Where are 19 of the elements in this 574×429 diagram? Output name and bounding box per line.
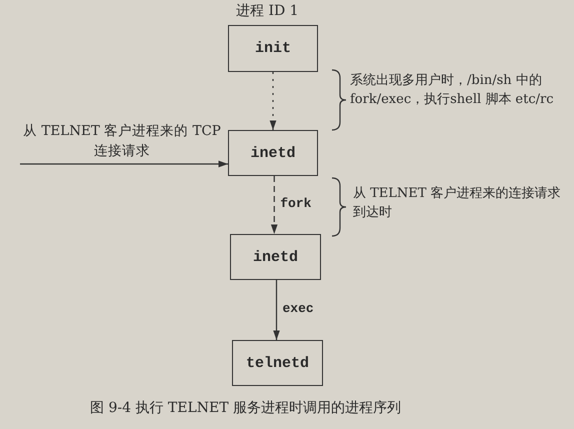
- process-name: telnetd: [246, 354, 309, 372]
- figure-caption: 图 9-4 执行 TELNET 服务进程时调用的进程序列: [90, 399, 402, 418]
- process-name: init: [254, 40, 291, 57]
- process-name: inetd: [252, 248, 298, 266]
- process-name: inetd: [250, 144, 296, 162]
- note-text: 从 TELNET 客户进程来的连接请求到达时: [353, 185, 562, 222]
- process-box: [228, 130, 318, 176]
- edge-label: fork: [280, 196, 312, 211]
- arrow: [270, 176, 278, 234]
- note-text: 系统出现多用户时，/bin/sh 中的 fork/exec，执行shell 脚本 etc/rc: [350, 72, 554, 109]
- edge-label: 从 TELNET 客户进程来的 TCP 连接请求: [22, 122, 222, 161]
- process-box: [230, 234, 321, 280]
- arrow: [20, 160, 228, 168]
- arrow: [270, 72, 276, 130]
- process-box: [228, 25, 318, 72]
- process-caption: 进程 ID 1: [236, 2, 299, 21]
- arrow: [273, 280, 280, 340]
- process-box: [232, 340, 323, 386]
- edge-label: exec: [282, 301, 314, 316]
